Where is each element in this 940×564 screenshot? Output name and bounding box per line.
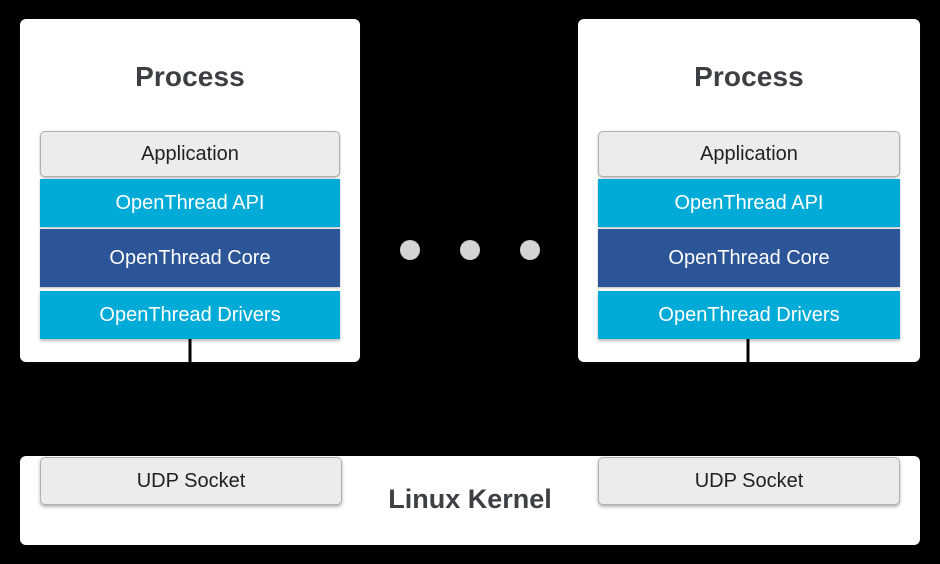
process-panel-right: Process Application OpenThread API OpenT…: [578, 19, 920, 362]
process-panel-left: Process Application OpenThread API OpenT…: [20, 19, 360, 362]
ellipsis-dots-icon-2: [460, 240, 480, 260]
ellipsis-dots-icon-1: [400, 240, 420, 260]
layer-openthread-api-left: OpenThread API: [40, 179, 340, 227]
layer-stack-right: Application OpenThread API OpenThread Co…: [598, 131, 900, 339]
layer-application-left: Application: [40, 131, 340, 177]
ellipsis-dots-icon-3: [520, 240, 540, 260]
layer-stack-left: Application OpenThread API OpenThread Co…: [40, 131, 340, 339]
process-title-left: Process: [135, 61, 245, 92]
layer-application-right: Application: [598, 131, 900, 177]
udp-socket-box-left: UDP Socket: [40, 457, 342, 505]
linux-kernel-label: Linux Kernel: [388, 484, 552, 514]
layer-openthread-core-left: OpenThread Core: [40, 229, 340, 287]
linux-kernel-panel: UDP Socket Linux Kernel UDP Socket: [20, 456, 920, 545]
layer-openthread-core-right: OpenThread Core: [598, 229, 900, 287]
layer-openthread-drivers-right: OpenThread Drivers: [598, 291, 900, 339]
layer-openthread-api-right: OpenThread API: [598, 179, 900, 227]
udp-socket-box-right: UDP Socket: [598, 457, 900, 505]
layer-openthread-drivers-left: OpenThread Drivers: [40, 291, 340, 339]
process-title-right: Process: [694, 61, 804, 92]
